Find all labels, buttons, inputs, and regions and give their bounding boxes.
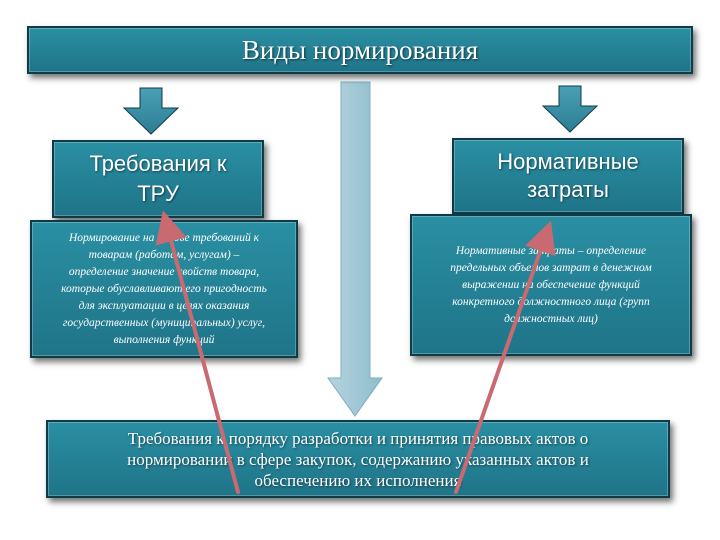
- diagram-title-text: Виды нормирования: [241, 34, 479, 65]
- tru-requirements-heading: Требования к ТРУ: [89, 151, 227, 206]
- normative-costs-box: Нормативные затраты: [452, 138, 684, 214]
- costs-description-box: Нормативные затраты – определение предел…: [410, 214, 692, 356]
- normative-costs-heading: Нормативные затраты: [497, 149, 639, 202]
- diagram-title: Виды нормирования: [27, 26, 693, 74]
- center-down-arrow: [327, 81, 383, 417]
- left-down-arrow: [122, 87, 180, 135]
- legal-acts-requirements-box: Требования к порядку разработки и принят…: [46, 420, 670, 498]
- right-red-arrow: [454, 220, 556, 494]
- legal-acts-requirements-text: Требования к порядку разработки и принят…: [127, 428, 589, 490]
- left-red-arrow: [155, 210, 240, 494]
- right-down-arrow: [541, 85, 599, 133]
